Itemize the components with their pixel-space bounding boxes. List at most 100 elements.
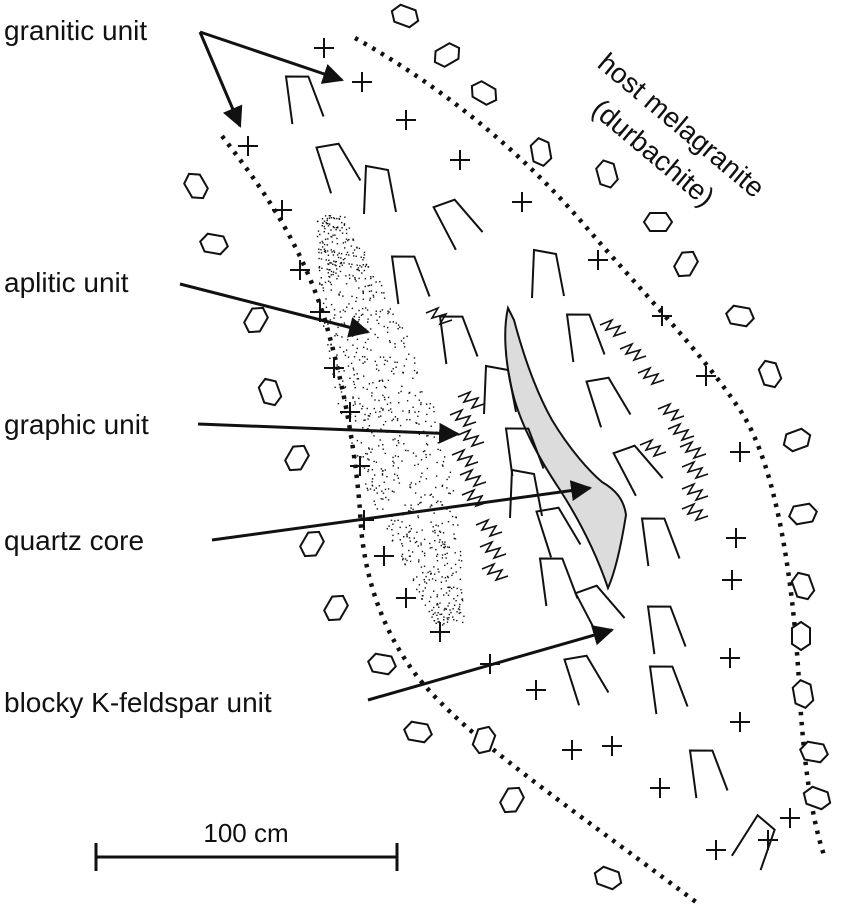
stipple-dot	[402, 371, 404, 374]
stipple-dot	[401, 543, 403, 545]
stipple-dot	[459, 554, 462, 557]
stipple-dot	[441, 504, 443, 506]
stipple-dot	[327, 329, 329, 331]
stipple-dot	[370, 276, 372, 278]
stipple-dot	[443, 616, 445, 618]
stipple-dot	[356, 455, 359, 457]
stipple-dot	[321, 284, 323, 286]
stipple-dot	[370, 314, 372, 316]
stipple-dot	[363, 346, 365, 348]
stipple-dot	[414, 483, 417, 485]
stipple-dot	[363, 257, 365, 259]
stipple-dot	[326, 268, 328, 270]
stipple-dot	[389, 402, 392, 404]
stipple-dot	[384, 359, 386, 361]
stipple-dot	[345, 399, 347, 402]
stipple-dot	[319, 242, 321, 244]
stipple-dot	[439, 539, 441, 541]
stipple-dot	[395, 366, 397, 368]
stipple-dot	[431, 616, 433, 618]
stipple-dot	[387, 312, 389, 315]
stipple-dot	[401, 545, 404, 547]
stipple-dot	[408, 411, 410, 414]
stipple-dot	[317, 220, 319, 223]
stipple-dot	[342, 242, 344, 244]
stipple-dot	[371, 485, 374, 487]
stipple-dot	[449, 471, 452, 473]
stipple-dot	[384, 452, 386, 455]
stipple-dot	[439, 613, 441, 616]
stipple-dot	[350, 245, 353, 247]
plus-symbol	[650, 778, 670, 798]
stipple-dot	[402, 559, 404, 561]
stipple-dot	[350, 362, 353, 365]
plus-symbol	[374, 546, 394, 566]
stipple-dot	[387, 396, 390, 399]
stipple-dot	[392, 465, 394, 467]
stipple-dot	[458, 559, 460, 561]
stipple-dot	[336, 243, 339, 245]
stipple-dot	[406, 535, 408, 538]
stipple-dot	[406, 335, 408, 338]
stipple-dot	[327, 254, 330, 256]
graphic-zigzag-symbol	[667, 422, 695, 442]
stipple-dot	[393, 491, 395, 493]
stipple-dot	[344, 386, 347, 388]
blocky-feldspar-symbol	[390, 255, 431, 305]
host-hexagon	[529, 137, 553, 167]
stipple-dot	[384, 469, 386, 471]
stipple-dot	[375, 487, 377, 489]
stipple-dot	[403, 443, 405, 445]
stipple-dot	[426, 444, 429, 446]
stipple-dot	[442, 460, 445, 463]
graphic-zigzag-symbol	[657, 402, 685, 422]
stipple-dot	[425, 453, 427, 456]
blocky-feldspar-symbol	[535, 506, 582, 558]
stipple-dot	[448, 613, 450, 616]
stipple-dot	[418, 591, 421, 593]
host-hexagon	[183, 172, 209, 200]
stipple-dot	[429, 547, 431, 549]
stipple-dot	[388, 340, 391, 342]
stipple-dot	[374, 503, 376, 506]
plus-symbol	[722, 570, 742, 590]
stipple-dot	[339, 311, 341, 313]
stipple-dot	[375, 411, 377, 413]
stipple-dot	[374, 474, 376, 476]
stipple-dot	[376, 492, 378, 494]
stipple-dot	[446, 562, 449, 565]
stipple-dot	[337, 256, 340, 259]
stipple-dot	[424, 581, 426, 583]
stipple-dot	[382, 444, 384, 446]
stipple-dot	[362, 456, 364, 458]
arrow-aplitic	[179, 282, 371, 338]
graphic-zigzag-symbol	[461, 488, 489, 508]
stipple-dot	[419, 502, 421, 504]
stipple-dot	[390, 411, 393, 413]
stipple-dot	[429, 494, 431, 496]
stipple-dot	[430, 521, 432, 523]
host-hexagon	[799, 740, 829, 764]
stipple-dot	[325, 298, 327, 300]
stipple-dot	[346, 417, 348, 419]
stipple-dot	[439, 449, 442, 451]
stipple-dot	[375, 461, 378, 463]
stipple-dot	[363, 419, 365, 421]
stipple-dot	[363, 269, 366, 272]
stipple-dot	[354, 387, 356, 389]
stipple-dot	[453, 537, 455, 540]
stipple-dot	[355, 255, 357, 257]
stipple-dot	[412, 406, 414, 408]
stipple-dot	[366, 388, 368, 390]
stipple-dot	[327, 263, 330, 265]
stipple-dot	[421, 529, 423, 531]
stipple-dot	[333, 260, 335, 262]
stipple-dot	[403, 337, 405, 339]
stipple-dot	[451, 515, 454, 518]
stipple-dot	[381, 379, 383, 381]
stipple-dot	[378, 485, 381, 487]
stipple-dot	[421, 472, 423, 474]
stipple-dot	[334, 264, 336, 266]
plus-symbol	[562, 740, 582, 760]
stipple-dot	[323, 231, 325, 233]
